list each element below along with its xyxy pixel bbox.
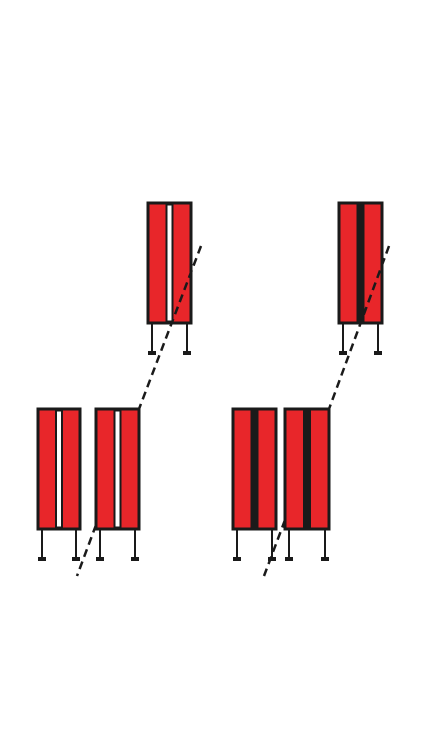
panel-right-dashed-line-1 (327, 245, 391, 410)
panel-left-unit-bottom-left-divider (55, 409, 63, 529)
panel-left-unit-bottom-left-foot-left (38, 557, 46, 561)
panel-right-unit-top-foot-left (339, 351, 347, 355)
panel-right-unit-top-foot-right (374, 351, 382, 355)
panel-left-unit-bottom-right (94, 407, 141, 561)
panel-right-unit-bottom-right-divider (303, 409, 311, 529)
panel-right-unit-top-divider (356, 203, 365, 323)
panel-left-unit-top-foot-left (148, 351, 156, 355)
panel-right-unit-bottom-right (283, 407, 331, 561)
panel-left-unit-top-divider (165, 203, 174, 323)
panel-right-unit-bottom-right-foot-left (285, 557, 293, 561)
panel-right-unit-top (337, 201, 384, 355)
panel-left-unit-bottom-right-foot-left (96, 557, 104, 561)
panel-left-unit-bottom-right-divider (113, 409, 122, 529)
panel-left-unit-top (146, 201, 193, 355)
panel-left-unit-bottom-left (36, 407, 82, 561)
panel-right-dashed-line-2 (262, 519, 287, 577)
panel-left-dashed-line-1 (137, 245, 203, 410)
panel-left (36, 201, 203, 577)
panel-right-unit-bottom-left-divider (250, 409, 259, 529)
panel-right-unit-bottom-left-foot-left (233, 557, 241, 561)
panel-left-dashed-line-2 (75, 524, 98, 577)
panel-right (231, 201, 391, 577)
panel-left-unit-bottom-right-foot-right (131, 557, 139, 561)
panel-left-unit-bottom-left-foot-right (72, 557, 80, 561)
panel-left-unit-top-foot-right (183, 351, 191, 355)
panel-right-unit-bottom-left (231, 407, 278, 561)
panel-right-unit-bottom-left-foot-right (268, 557, 276, 561)
panel-right-unit-bottom-right-foot-right (321, 557, 329, 561)
